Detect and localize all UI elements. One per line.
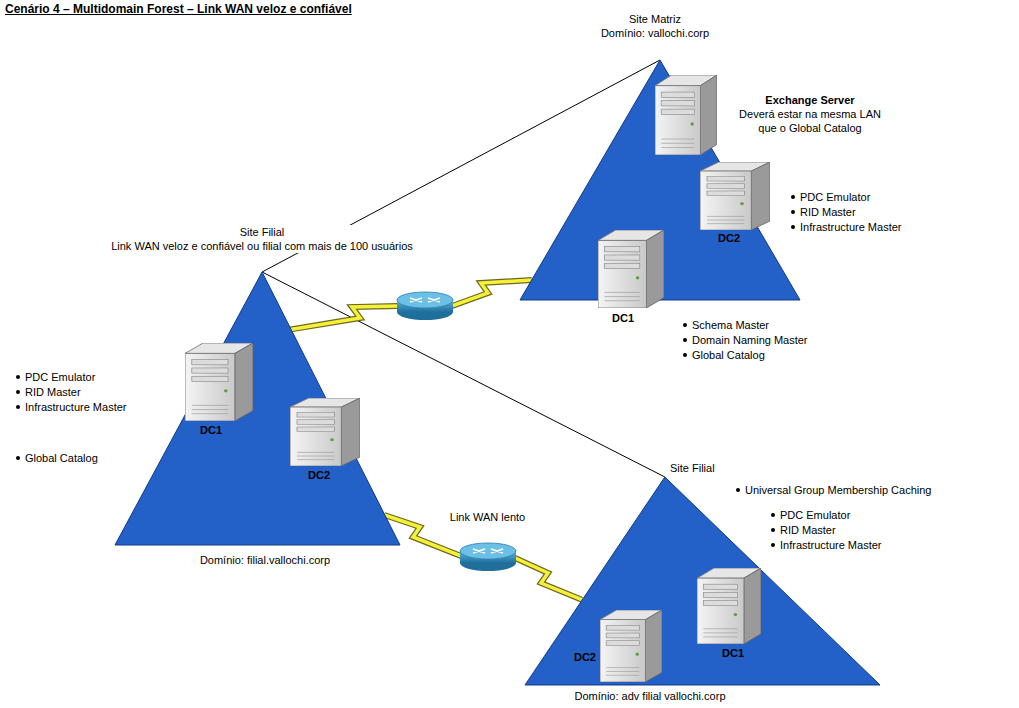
bullet-dot (683, 353, 687, 357)
role-bullet-text: RID Master (800, 205, 950, 219)
bullet-dot (16, 456, 20, 460)
bullet-dot (16, 390, 20, 394)
site-label: Link WAN veloz e confiável ou filial com… (107, 239, 417, 253)
router-icon (397, 292, 453, 320)
router-icon (460, 543, 516, 571)
site-triangle: Site FilialLink WAN veloz e confiável ou… (115, 272, 400, 545)
server-icon (290, 398, 360, 466)
bullet-dot (736, 488, 740, 492)
role-bullet-text: PDC Emulator (25, 370, 175, 384)
site-label: Domínio: vallochi.corp (560, 26, 750, 40)
bullet-dot (683, 338, 687, 342)
role-bullet-text: RID Master (25, 385, 175, 399)
server-icon (697, 568, 761, 644)
role-bullet-text: Infrastructure Master (780, 538, 930, 552)
site-triangle: Site FilialUniversal Group Membership Ca… (525, 477, 880, 685)
edge-label: Link WAN lento (430, 510, 545, 524)
server-node: Exchange ServerDeverá estar na mesma LAN… (655, 75, 717, 155)
bullet-dot (16, 405, 20, 409)
bullet-dot (771, 513, 775, 517)
server-node: DC2 (290, 398, 360, 466)
role-bullet-text: Global Catalog (25, 451, 175, 465)
server-icon (185, 343, 253, 421)
site-label: Domínio: filial.vallochi.corp (140, 553, 390, 567)
server-node: DC2PDC EmulatorRID MasterInfrastructure … (700, 162, 770, 230)
site-triangle: Site MatrizDomínio: vallochi.corpExchang… (520, 60, 800, 300)
role-bullet-text: PDC Emulator (800, 190, 950, 204)
wan-link (384, 515, 582, 600)
server-name: DC2 (308, 468, 348, 482)
role-bullet-text: Domain Naming Master (692, 333, 842, 347)
site-label: Domínio: adv filial vallochi.corp (540, 689, 760, 703)
bullet-dot (791, 195, 795, 199)
server-name: Exchange Server (740, 93, 880, 107)
server-node: DC1Schema MasterDomain Naming MasterGlob… (598, 230, 664, 308)
server-name: DC1 (722, 646, 762, 660)
server-icon (700, 162, 770, 230)
site-label: Site Matriz (560, 12, 750, 26)
server-name: DC1 (200, 423, 240, 437)
server-name: DC1 (612, 311, 652, 325)
wan-link (288, 280, 532, 330)
role-bullet-text: Universal Group Membership Caching (745, 483, 975, 497)
bullet-dot (791, 210, 795, 214)
site-label: Site Filial (107, 225, 417, 239)
bullet-dot (16, 375, 20, 379)
role-bullet-text: Infrastructure Master (25, 400, 175, 414)
role-bullet-text: Global Catalog (692, 348, 842, 362)
diagram-title: Cenário 4 – Multidomain Forest – Link WA… (5, 2, 352, 16)
site-label: Deverá estar na mesma LAN que o Global C… (735, 107, 885, 135)
server-icon (655, 75, 717, 155)
site-label: Site Filial (670, 461, 750, 475)
bullet-dot (771, 543, 775, 547)
server-node: DC2 (600, 610, 662, 682)
server-icon (600, 610, 662, 682)
role-bullet-text: PDC Emulator (780, 508, 930, 522)
wan-link-outline (384, 515, 582, 600)
wan-link-outline (288, 280, 532, 330)
server-name: DC2 (566, 650, 596, 664)
bullet-dot (791, 225, 795, 229)
server-node: DC1PDC EmulatorRID MasterInfrastructure … (185, 343, 253, 421)
role-bullet-text: Schema Master (692, 318, 842, 332)
bullet-dot (683, 323, 687, 327)
bullet-dot (771, 528, 775, 532)
server-name: DC2 (718, 231, 758, 245)
role-bullet-text: RID Master (780, 523, 930, 537)
server-node: DC1PDC EmulatorRID MasterInfrastructure … (697, 568, 761, 644)
server-icon (598, 230, 664, 308)
role-bullet-text: Infrastructure Master (800, 220, 950, 234)
